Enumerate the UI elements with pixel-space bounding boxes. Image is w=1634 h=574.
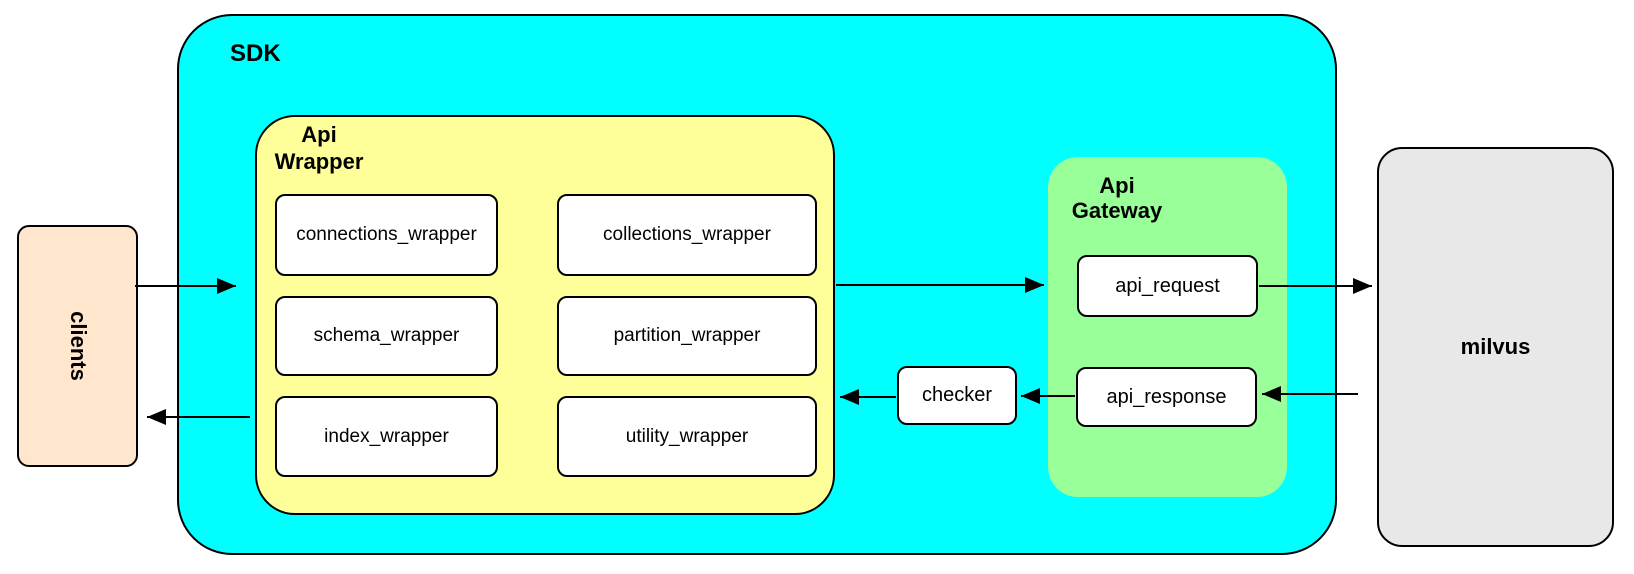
index-wrapper-node: index_wrapper	[275, 396, 498, 477]
api-wrapper-container: Api Wrapper connections_wrapper collecti…	[255, 115, 835, 515]
sdk-label: SDK	[230, 40, 281, 67]
connections-wrapper-node: connections_wrapper	[275, 194, 498, 276]
clients-node: clients	[17, 225, 138, 467]
utility-wrapper-node: utility_wrapper	[557, 396, 817, 477]
api-response-node: api_response	[1076, 367, 1257, 427]
milvus-node: milvus	[1377, 147, 1614, 547]
partition-wrapper-node: partition_wrapper	[557, 296, 817, 376]
schema-wrapper-node: schema_wrapper	[275, 296, 498, 376]
clients-label: clients	[65, 311, 91, 381]
collections-wrapper-node: collections_wrapper	[557, 194, 817, 276]
api-wrapper-label: Api Wrapper	[274, 122, 364, 174]
checker-node: checker	[897, 366, 1017, 425]
api-gateway-label: Api Gateway	[1071, 173, 1163, 223]
api-gateway-container: Api Gateway api_request api_response	[1048, 157, 1287, 497]
api-request-node: api_request	[1077, 255, 1258, 317]
sdk-container: SDK Api Wrapper connections_wrapper coll…	[177, 14, 1337, 555]
